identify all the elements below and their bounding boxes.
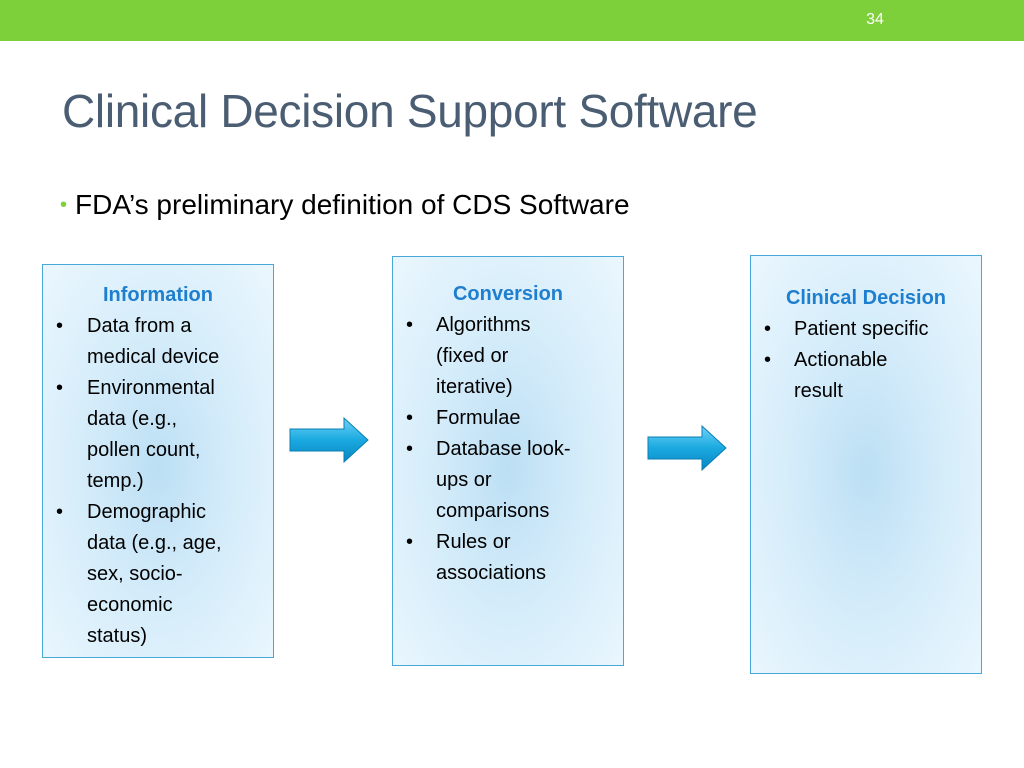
list-item: • Rules or associations: [393, 527, 623, 589]
conversion-list: • Algorithms (fixed or iterative) • Formul…: [393, 310, 623, 589]
bullet-icon: •: [764, 318, 772, 340]
list-item-text: Algorithms (fixed or iterative): [436, 314, 531, 398]
list-item: • Data from a medical device: [43, 311, 273, 373]
list-item: • Database look- ups or comparisons: [393, 434, 623, 527]
list-item-text: Rules or associations: [436, 531, 547, 584]
bullet-icon: •: [406, 314, 414, 336]
bullet-icon: •: [56, 377, 64, 399]
clinical-decision-box: Clinical Decision • Patient specific • Act…: [750, 255, 982, 674]
bullet-text: FDA’s preliminary definition of CDS Soft…: [75, 189, 630, 220]
information-box: Information • Data from a medical device …: [42, 264, 274, 658]
bullet-dot-icon: •: [60, 194, 68, 216]
list-item-text: Demographic data (e.g., age, sex, socio-…: [87, 501, 222, 647]
list-item: • Demographic data (e.g., age, sex, socio…: [43, 497, 273, 652]
list-item-text: Database look- ups or comparisons: [436, 438, 571, 522]
bullet-icon: •: [56, 501, 64, 523]
page-number: 34: [866, 11, 884, 28]
list-item: • Actionable result: [751, 345, 981, 407]
conversion-box: Conversion • Algorithms (fixed or iterati…: [392, 256, 624, 666]
list-item-text: Data from a medical device: [87, 315, 220, 368]
right-arrow-icon: [289, 416, 369, 464]
bullet-icon: •: [406, 438, 414, 460]
list-item-text: Patient specific: [794, 318, 929, 340]
bullet-icon: •: [406, 407, 414, 429]
slide-title: Clinical Decision Support Software: [62, 85, 758, 137]
box-heading-information: Information: [103, 284, 213, 306]
box-heading-clinical-decision: Clinical Decision: [785, 287, 947, 309]
top-bar: 34: [0, 0, 1024, 41]
bullet-icon: •: [406, 531, 414, 553]
list-item: • Environmental data (e.g., pollen count,…: [43, 373, 273, 497]
bullet-point: • FDA’s preliminary definition of CDS Sof…: [60, 189, 630, 221]
list-item: • Patient specific: [751, 314, 981, 345]
clinical-decision-list: • Patient specific • Actionable result: [751, 314, 981, 407]
list-item: • Algorithms (fixed or iterative): [393, 310, 623, 403]
information-list: • Data from a medical device • Environment…: [43, 311, 273, 652]
list-item: • Formulae: [393, 403, 623, 434]
box-heading-conversion: Conversion: [452, 283, 564, 305]
list-item-text: Formulae: [436, 407, 521, 429]
bullet-icon: •: [764, 349, 772, 371]
right-arrow-icon: [647, 424, 727, 472]
list-item-text: Environmental data (e.g., pollen count, …: [87, 377, 215, 492]
bullet-icon: •: [56, 315, 64, 337]
list-item-text: Actionable result: [794, 349, 888, 402]
